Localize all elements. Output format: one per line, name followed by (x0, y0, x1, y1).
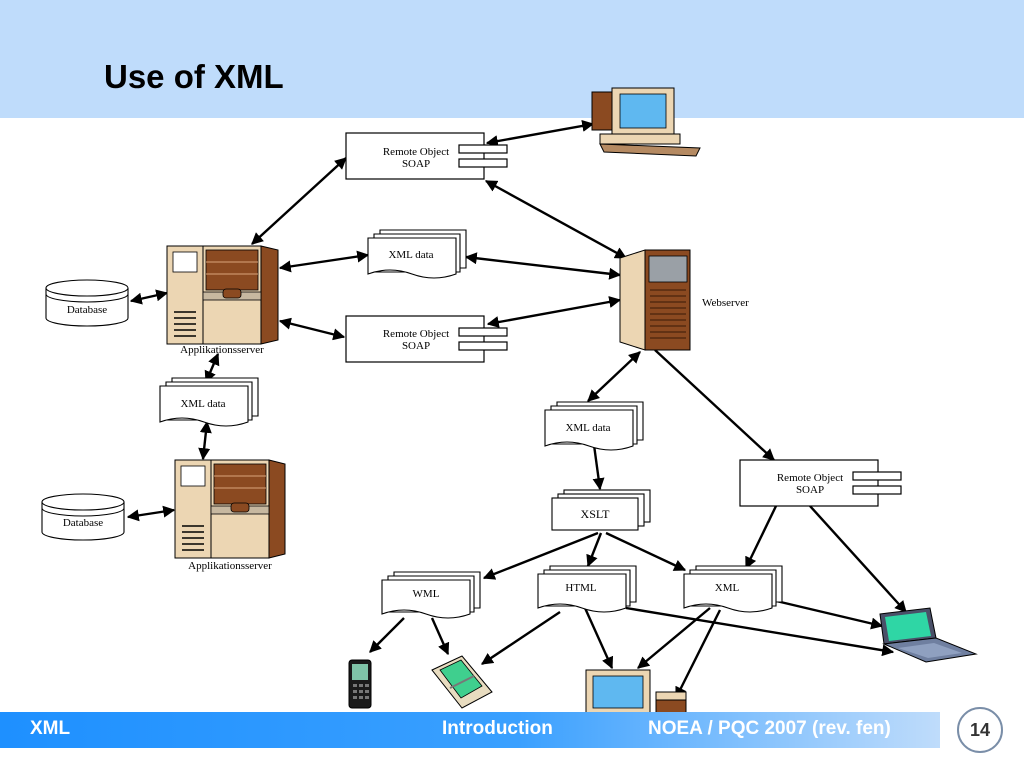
arrow-appserver-xmldata1 (278, 250, 370, 273)
remote-object-2: Remote Object SOAP (345, 315, 508, 363)
remote-object-3: Remote Object SOAP (739, 459, 902, 507)
desktop-pc-top-icon (591, 87, 701, 157)
footer-band (0, 712, 940, 748)
arrow-webserver-remote3 (654, 349, 775, 461)
arrow-xmldata3-xslt (592, 444, 605, 491)
header-band (0, 0, 1024, 118)
arrow-xslt-xml (605, 531, 687, 572)
arrow-html-pda (481, 611, 561, 665)
remote-object-1: Remote Object SOAP (345, 132, 508, 180)
page-number: 14 (957, 707, 1003, 753)
arrow-wml-pda (430, 617, 450, 656)
database-2: Database (41, 493, 125, 541)
wml-doc: WML (381, 571, 481, 619)
arrow-html-laptop (625, 606, 895, 657)
arrow-xslt-wml (482, 531, 599, 580)
xml-data-doc-2: XML data (159, 377, 259, 427)
webserver-label: Webserver (702, 297, 749, 309)
database-1: Database (45, 279, 129, 327)
footer-right-text: NOEA / PQC 2007 (rev. fen) (648, 718, 891, 739)
xslt-label: XSLT (581, 507, 611, 521)
remote-object-2-sublabel: SOAP (402, 340, 430, 352)
footer-middle-text: Introduction (442, 718, 553, 739)
appserver-1-icon: Applikationsserver (166, 245, 279, 356)
arrow-appserver-xmldata2 (204, 352, 220, 384)
appserver-2-label: Applikationsserver (188, 560, 272, 572)
xml-data-doc-1: XML data (367, 229, 467, 279)
appserver-2-icon: Applikationsserver (174, 459, 286, 572)
remote-object-1-sublabel: SOAP (402, 158, 430, 170)
database-2-label: Database (63, 517, 103, 529)
arrow-xslt-html (586, 532, 603, 568)
html-doc: HTML (537, 565, 637, 613)
arrow-remote1-appserver (251, 157, 347, 245)
arrow-db2-appserver2 (126, 505, 176, 522)
remote-object-1-label: Remote Object (383, 146, 449, 158)
arrow-remote1-webserver (484, 179, 628, 260)
arrow-xmldata2-appserver2 (198, 420, 212, 461)
webserver-icon: Webserver (619, 249, 749, 351)
footer-left-text: XML (30, 718, 71, 739)
xml-data-2-label: XML data (180, 398, 225, 410)
slide-title: Use of XML (104, 58, 284, 95)
arrow-appserver-remote2 (278, 317, 346, 341)
arrow-xml-tower (674, 609, 722, 700)
arrow-html-desktop (583, 607, 614, 670)
xslt-stack: XSLT (551, 489, 651, 531)
arrow-xml-laptop (771, 598, 884, 630)
remote-object-2-label: Remote Object (383, 328, 449, 340)
database-1-label: Database (67, 304, 107, 316)
xml-data-doc-3: XML data (544, 401, 644, 451)
xml-label: XML (715, 582, 740, 594)
arrow-remote3-tower (744, 505, 778, 570)
html-label: HTML (565, 582, 596, 594)
pda-icon (431, 655, 493, 709)
arrow-xml-desktop (637, 607, 711, 669)
xml-doc: XML (683, 565, 783, 613)
laptop-icon (879, 607, 978, 663)
arrow-remote1-pc (485, 119, 595, 148)
xml-data-3-label: XML data (565, 422, 610, 434)
arrow-wml-phone (369, 617, 405, 653)
arrow-remote2-webserver (486, 296, 622, 328)
appserver-1-label: Applikationsserver (180, 344, 264, 356)
arrow-remote3-laptop (809, 505, 907, 613)
xml-data-1-label: XML data (388, 249, 433, 261)
arrow-xmldata1-webserver (464, 252, 622, 280)
remote-object-3-sublabel: SOAP (796, 484, 824, 496)
arrow-webserver-xmldata3 (587, 351, 641, 402)
wml-label: WML (413, 588, 440, 600)
mobile-phone-icon (348, 659, 372, 709)
remote-object-3-label: Remote Object (777, 472, 843, 484)
connectors (126, 119, 907, 700)
arrow-db1-appserver (129, 289, 169, 305)
